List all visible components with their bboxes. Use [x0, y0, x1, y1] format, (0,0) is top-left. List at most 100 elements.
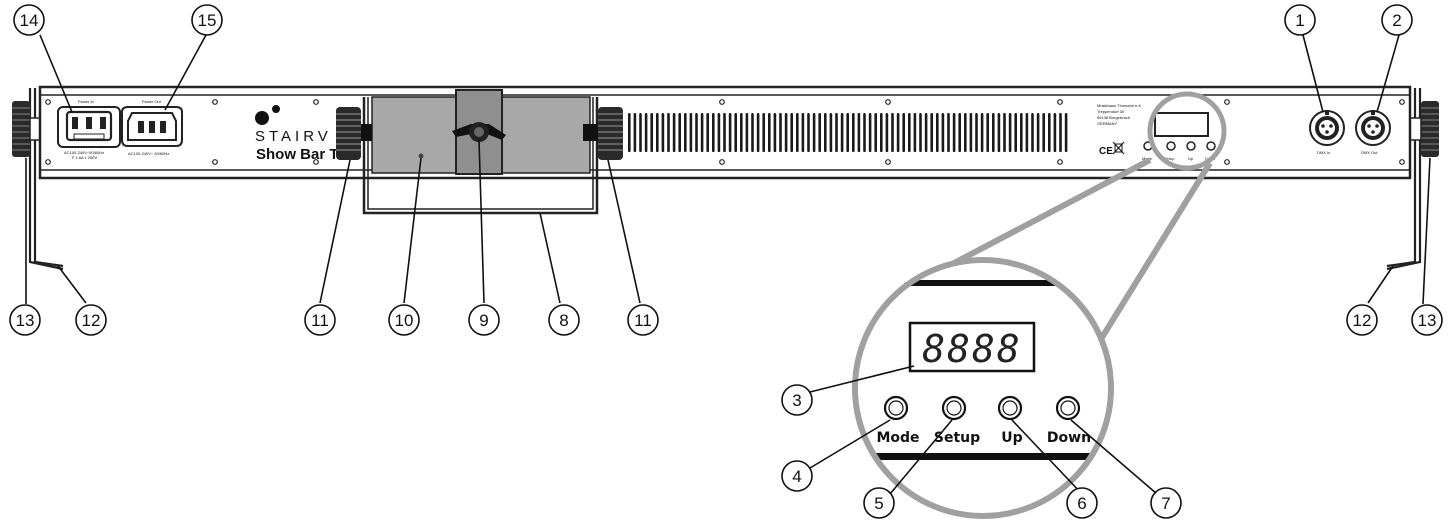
svg-text:13: 13 — [1418, 311, 1437, 330]
svg-text:Power Out: Power Out — [142, 99, 162, 104]
callout-6: 6 — [1066, 487, 1098, 519]
setup-button[interactable] — [941, 395, 967, 421]
vent-slot — [1036, 113, 1040, 152]
svg-text:15: 15 — [198, 11, 217, 30]
clamp-knob-left[interactable] — [336, 107, 372, 160]
svg-text:7: 7 — [1161, 494, 1170, 513]
vent-slot — [1042, 113, 1045, 152]
down-button[interactable] — [1055, 395, 1081, 421]
vent-slot — [896, 113, 900, 152]
vent-slot — [667, 113, 670, 152]
vent-slot — [885, 113, 889, 152]
vent-slot — [784, 113, 788, 152]
vent-slot — [1008, 113, 1012, 152]
svg-text:Treppendorf 30: Treppendorf 30 — [1097, 109, 1125, 114]
clamp-knob-right[interactable] — [583, 107, 623, 160]
lock-knob-right[interactable] — [1408, 101, 1439, 157]
vent-slot — [924, 113, 928, 152]
svg-text:14: 14 — [20, 11, 39, 30]
manufacturer-label: Musikhaus Thomann e.K. Treppendorf 30 96… — [1097, 103, 1142, 157]
vent-slot — [807, 113, 810, 152]
vent-slot — [678, 113, 681, 152]
zoom-source-circle — [1147, 91, 1227, 171]
vent-slot — [661, 113, 665, 152]
callout-11-right: 11 — [627, 304, 659, 336]
vent-slot — [980, 113, 984, 152]
zoom-display: 8888 — [908, 321, 1036, 373]
svg-text:Up: Up — [1188, 156, 1194, 161]
vent-slot — [835, 113, 838, 152]
housing-screws — [45, 99, 1405, 165]
vent-slot — [672, 113, 676, 152]
vent-slot — [1064, 113, 1068, 152]
vent-slot — [728, 113, 732, 152]
vent-slot — [863, 113, 866, 152]
plate-dot — [418, 153, 424, 159]
vent-slot — [695, 113, 698, 152]
callout-8: 8 — [548, 304, 580, 336]
svg-text:6: 6 — [1077, 494, 1086, 513]
model-name: Show Bar T — [256, 146, 339, 163]
vent-slot — [689, 113, 693, 152]
callout-4: 4 — [781, 460, 813, 492]
vent-slot — [986, 113, 989, 152]
vent-slot — [908, 113, 911, 152]
mounting-bracket-right — [1386, 88, 1422, 271]
svg-text:Musikhaus Thomann e.K.: Musikhaus Thomann e.K. — [1097, 103, 1142, 108]
svg-text:Power In: Power In — [78, 99, 94, 104]
vent-slot — [756, 113, 760, 152]
vent-slot — [824, 113, 827, 152]
svg-text:Setup: Setup — [1164, 156, 1175, 161]
vent-slot — [818, 113, 821, 152]
vent-slot — [639, 113, 642, 152]
vent-slot — [812, 113, 816, 152]
vent-slot — [700, 113, 704, 152]
callout-11-left: 11 — [304, 304, 336, 336]
vent-slot — [1059, 113, 1062, 152]
vent-slot — [773, 113, 777, 152]
vent-slot — [964, 113, 967, 152]
vent-slot — [958, 113, 961, 152]
svg-text:1: 1 — [1295, 11, 1304, 30]
callout-3: 3 — [781, 384, 813, 416]
svg-text:DMX Out: DMX Out — [1361, 150, 1378, 155]
svg-text:11: 11 — [634, 311, 652, 330]
vent-slot — [801, 113, 805, 152]
vent-slot — [868, 113, 872, 152]
lock-knob-left[interactable] — [12, 101, 41, 157]
vent-slot — [723, 113, 726, 152]
vent-slot — [768, 113, 771, 152]
svg-text:8: 8 — [559, 311, 568, 330]
svg-text:CE: CE — [1099, 146, 1113, 157]
svg-text:9: 9 — [479, 311, 488, 330]
zoom-detail — [855, 260, 1111, 516]
vent-slot — [857, 113, 861, 152]
vent-slot — [762, 113, 765, 152]
mode-button[interactable] — [883, 395, 909, 421]
vent-slot — [745, 113, 749, 152]
svg-text:DMX In: DMX In — [1317, 150, 1330, 155]
up-button[interactable] — [997, 395, 1023, 421]
vent-slot — [997, 113, 1001, 152]
vent-slot — [1014, 113, 1017, 152]
vent-slot — [751, 113, 754, 152]
callout-5: 5 — [863, 487, 895, 519]
svg-text:10: 10 — [395, 311, 414, 330]
vent-slot — [1020, 113, 1023, 152]
vent-slot — [880, 113, 883, 152]
power-in-socket: Power In AC100-240V~50/60Hz F 1.6A L 250… — [57, 99, 121, 160]
vent-slot — [656, 113, 659, 152]
dmx-in-connector: DMX In — [1309, 110, 1345, 155]
callout-7: 7 — [1150, 487, 1182, 519]
callout-15: 15 — [191, 4, 223, 36]
callout-12-left: 12 — [75, 304, 107, 336]
vent-slot — [644, 113, 648, 152]
vent-slot — [952, 113, 956, 152]
svg-text:GERMANY: GERMANY — [1097, 121, 1118, 126]
svg-text:13: 13 — [16, 311, 35, 330]
vent-slot — [947, 113, 950, 152]
vent-slot — [1048, 113, 1051, 152]
vent-slot — [992, 113, 995, 152]
up-button-label: Up — [1001, 430, 1022, 446]
